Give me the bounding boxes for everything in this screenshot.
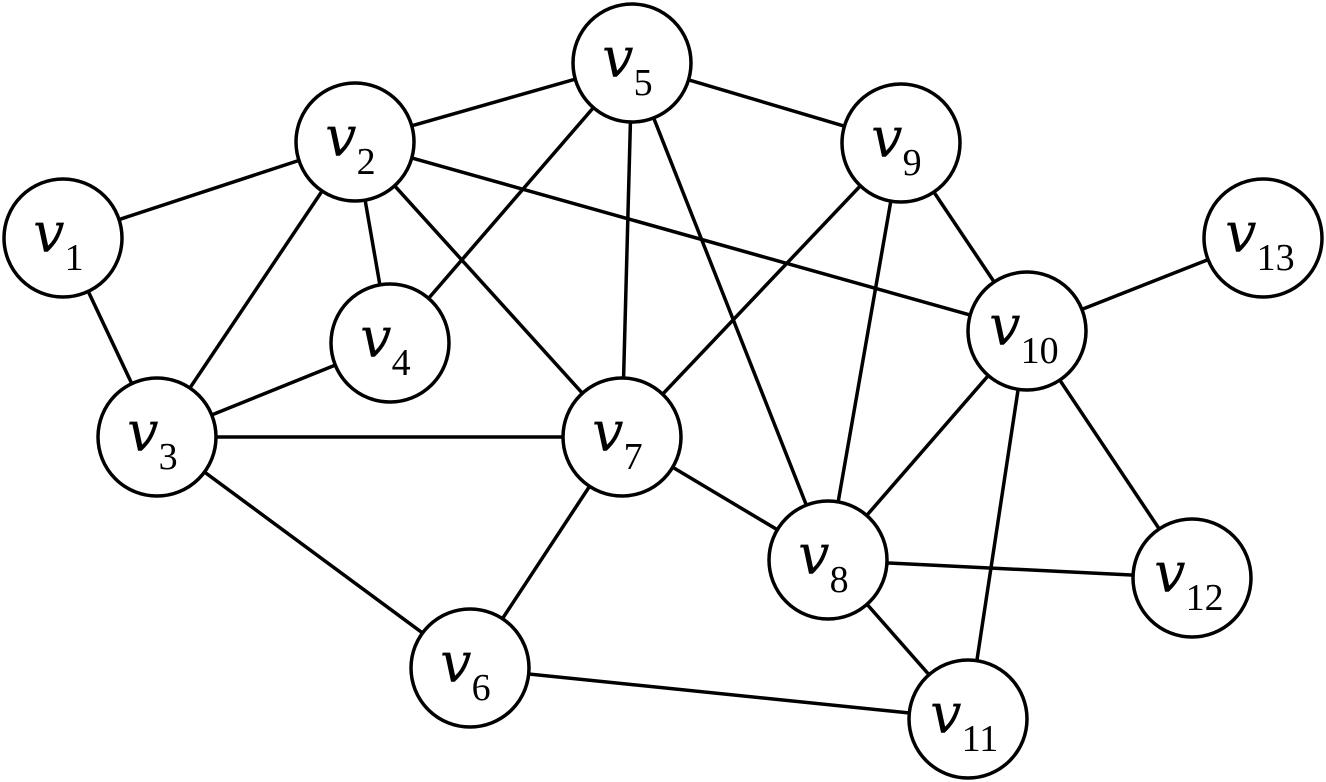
node-label-subscript: 2 bbox=[357, 141, 376, 183]
node-v7: v7 bbox=[561, 376, 683, 498]
node-label-base: v bbox=[127, 400, 159, 465]
node-label-subscript: 3 bbox=[159, 436, 178, 478]
node-label-subscript: 1 bbox=[65, 237, 84, 279]
edge-v5-v7 bbox=[620, 62, 634, 438]
node-label-v4: v4 bbox=[360, 306, 411, 384]
node-v2: v2 bbox=[294, 81, 416, 203]
edge-v2-v10 bbox=[354, 140, 1028, 333]
node-label-subscript: 11 bbox=[962, 718, 999, 760]
edge-v8-v9 bbox=[826, 142, 903, 561]
node-label-subscript: 5 bbox=[634, 62, 653, 104]
node-label-base: v bbox=[592, 400, 624, 465]
node-circle-v13 bbox=[1202, 177, 1324, 299]
node-label-v2: v2 bbox=[325, 105, 376, 183]
node-label-base: v bbox=[440, 631, 472, 696]
node-label-subscript: 8 bbox=[830, 559, 849, 601]
node-label-base: v bbox=[360, 306, 392, 371]
node-label-base: v bbox=[989, 294, 1021, 359]
node-label-v8: v8 bbox=[798, 523, 849, 601]
node-circle-v7 bbox=[561, 376, 683, 498]
node-v11: v11 bbox=[907, 658, 1029, 780]
node-label-v1: v1 bbox=[33, 201, 84, 279]
node-label-v3: v3 bbox=[127, 400, 178, 478]
node-label-base: v bbox=[1225, 201, 1257, 266]
node-circle-v1 bbox=[2, 177, 124, 299]
node-v1: v1 bbox=[2, 177, 124, 299]
node-circle-v10 bbox=[966, 270, 1088, 392]
node-circle-v5 bbox=[571, 2, 693, 124]
node-label-v10: v10 bbox=[989, 294, 1059, 372]
edge-v6-v11 bbox=[469, 666, 969, 721]
node-circle-v3 bbox=[96, 376, 218, 498]
node-v9: v9 bbox=[840, 82, 962, 204]
node-label-subscript: 9 bbox=[903, 142, 922, 184]
edge-v2-v7 bbox=[353, 140, 624, 439]
node-label-subscript: 6 bbox=[472, 667, 491, 709]
node-label-subscript: 13 bbox=[1257, 237, 1295, 279]
edge-v4-v5 bbox=[388, 61, 634, 345]
node-v5: v5 bbox=[571, 2, 693, 124]
node-v6: v6 bbox=[409, 607, 531, 729]
edge-v5-v8 bbox=[630, 62, 830, 561]
node-label-v12: v12 bbox=[1154, 541, 1224, 619]
node-circle-v2 bbox=[294, 81, 416, 203]
node-label-base: v bbox=[33, 201, 65, 266]
node-label-v9: v9 bbox=[871, 106, 922, 184]
node-label-v5: v5 bbox=[602, 26, 653, 104]
node-circle-v8 bbox=[767, 499, 889, 621]
node-v13: v13 bbox=[1202, 177, 1324, 299]
node-circle-v4 bbox=[329, 282, 451, 404]
node-v4: v4 bbox=[329, 282, 451, 404]
node-label-base: v bbox=[602, 26, 634, 91]
node-label-subscript: 4 bbox=[392, 342, 411, 384]
node-circle-v6 bbox=[409, 607, 531, 729]
node-label-subscript: 10 bbox=[1021, 330, 1059, 372]
node-v12: v12 bbox=[1131, 517, 1253, 639]
node-v10: v10 bbox=[966, 270, 1088, 392]
node-label-v7: v7 bbox=[592, 400, 643, 478]
edge-v7-v9 bbox=[620, 141, 903, 439]
node-v8: v8 bbox=[767, 499, 889, 621]
node-circle-v12 bbox=[1131, 517, 1253, 639]
node-label-base: v bbox=[798, 523, 830, 588]
node-label-base: v bbox=[1154, 541, 1186, 606]
edge-layer bbox=[61, 61, 1264, 721]
node-label-v11: v11 bbox=[930, 682, 998, 760]
node-label-subscript: 12 bbox=[1186, 577, 1224, 619]
node-label-subscript: 7 bbox=[624, 436, 643, 478]
edge-v10-v11 bbox=[966, 330, 1029, 720]
node-label-v13: v13 bbox=[1225, 201, 1295, 279]
node-label-base: v bbox=[871, 106, 903, 171]
node-v3: v3 bbox=[96, 376, 218, 498]
node-label-base: v bbox=[930, 682, 962, 747]
node-circle-v11 bbox=[907, 658, 1029, 780]
node-circle-v9 bbox=[840, 82, 962, 204]
node-label-base: v bbox=[325, 105, 357, 170]
edge-v3-v6 bbox=[155, 435, 472, 670]
node-label-v6: v6 bbox=[440, 631, 491, 709]
